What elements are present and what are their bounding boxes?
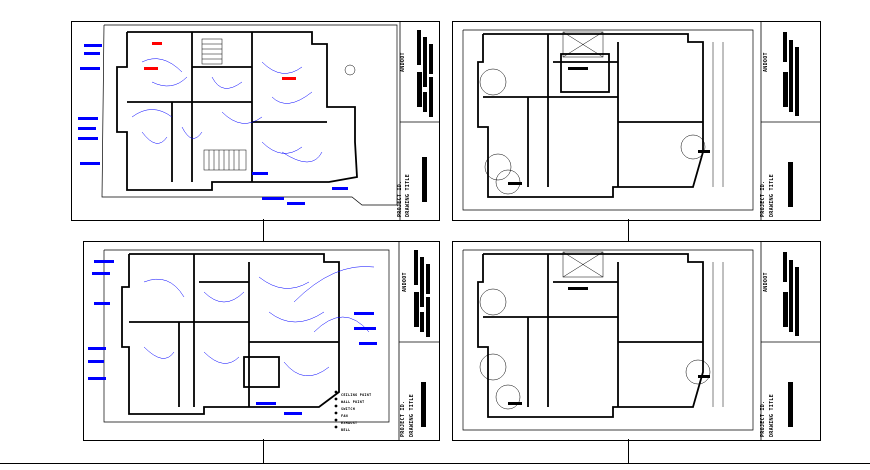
title-block-label-ando: ANDOOT: [763, 272, 769, 292]
sheet-top-left: ANDOOT PROJECT ID. DRAWING TITLE: [71, 21, 440, 221]
electrical-plan-drawing: [88, 242, 439, 440]
architectural-plan-drawing: [462, 22, 820, 220]
architectural-plan-drawing: [462, 242, 820, 440]
sheet-top-right: ANDOOT PROJECT ID. DRAWING TITLE: [452, 21, 821, 221]
title-block-label-project: PROJECT ID.: [760, 180, 766, 217]
connector-vertical: [263, 439, 264, 463]
legend-label-1: CEILING POINT: [341, 393, 372, 397]
title-block-label-ando: ANDOOT: [400, 52, 406, 72]
title-block-label-project: PROJECT ID.: [397, 180, 403, 217]
title-block-label-project: PROJECT ID.: [760, 400, 766, 437]
legend-label-6: BELL: [341, 428, 351, 432]
title-block-label-drawing: DRAWING TITLE: [405, 173, 411, 217]
sheet-bottom-right: ANDOOT PROJECT ID. DRAWING TITLE: [452, 241, 821, 441]
legend-label-5: EXHAUST: [341, 421, 358, 425]
title-block-label-ando: ANDOOT: [763, 52, 769, 72]
title-block-label-ando: ANDOOT: [402, 272, 408, 292]
title-block-label-project: PROJECT ID.: [400, 400, 406, 437]
legend-label-3: SWITCH: [341, 407, 356, 411]
sheet-bottom-left: CEILING POINT WALL POINT SWITCH FAN EXHA…: [83, 241, 440, 441]
legend-symbols: [334, 390, 338, 429]
legend-label-4: FAN: [341, 414, 349, 418]
connector-vertical: [263, 219, 264, 241]
electrical-plan-drawing: [78, 22, 439, 220]
legend-label-2: WALL POINT: [341, 400, 365, 404]
title-block-label-drawing: DRAWING TITLE: [409, 393, 415, 437]
connector-vertical: [628, 219, 629, 241]
title-block-label-drawing: DRAWING TITLE: [769, 173, 775, 217]
connector-vertical: [628, 439, 629, 463]
sheet-border-bottom: [0, 463, 870, 464]
title-block-label-drawing: DRAWING TITLE: [769, 393, 775, 437]
